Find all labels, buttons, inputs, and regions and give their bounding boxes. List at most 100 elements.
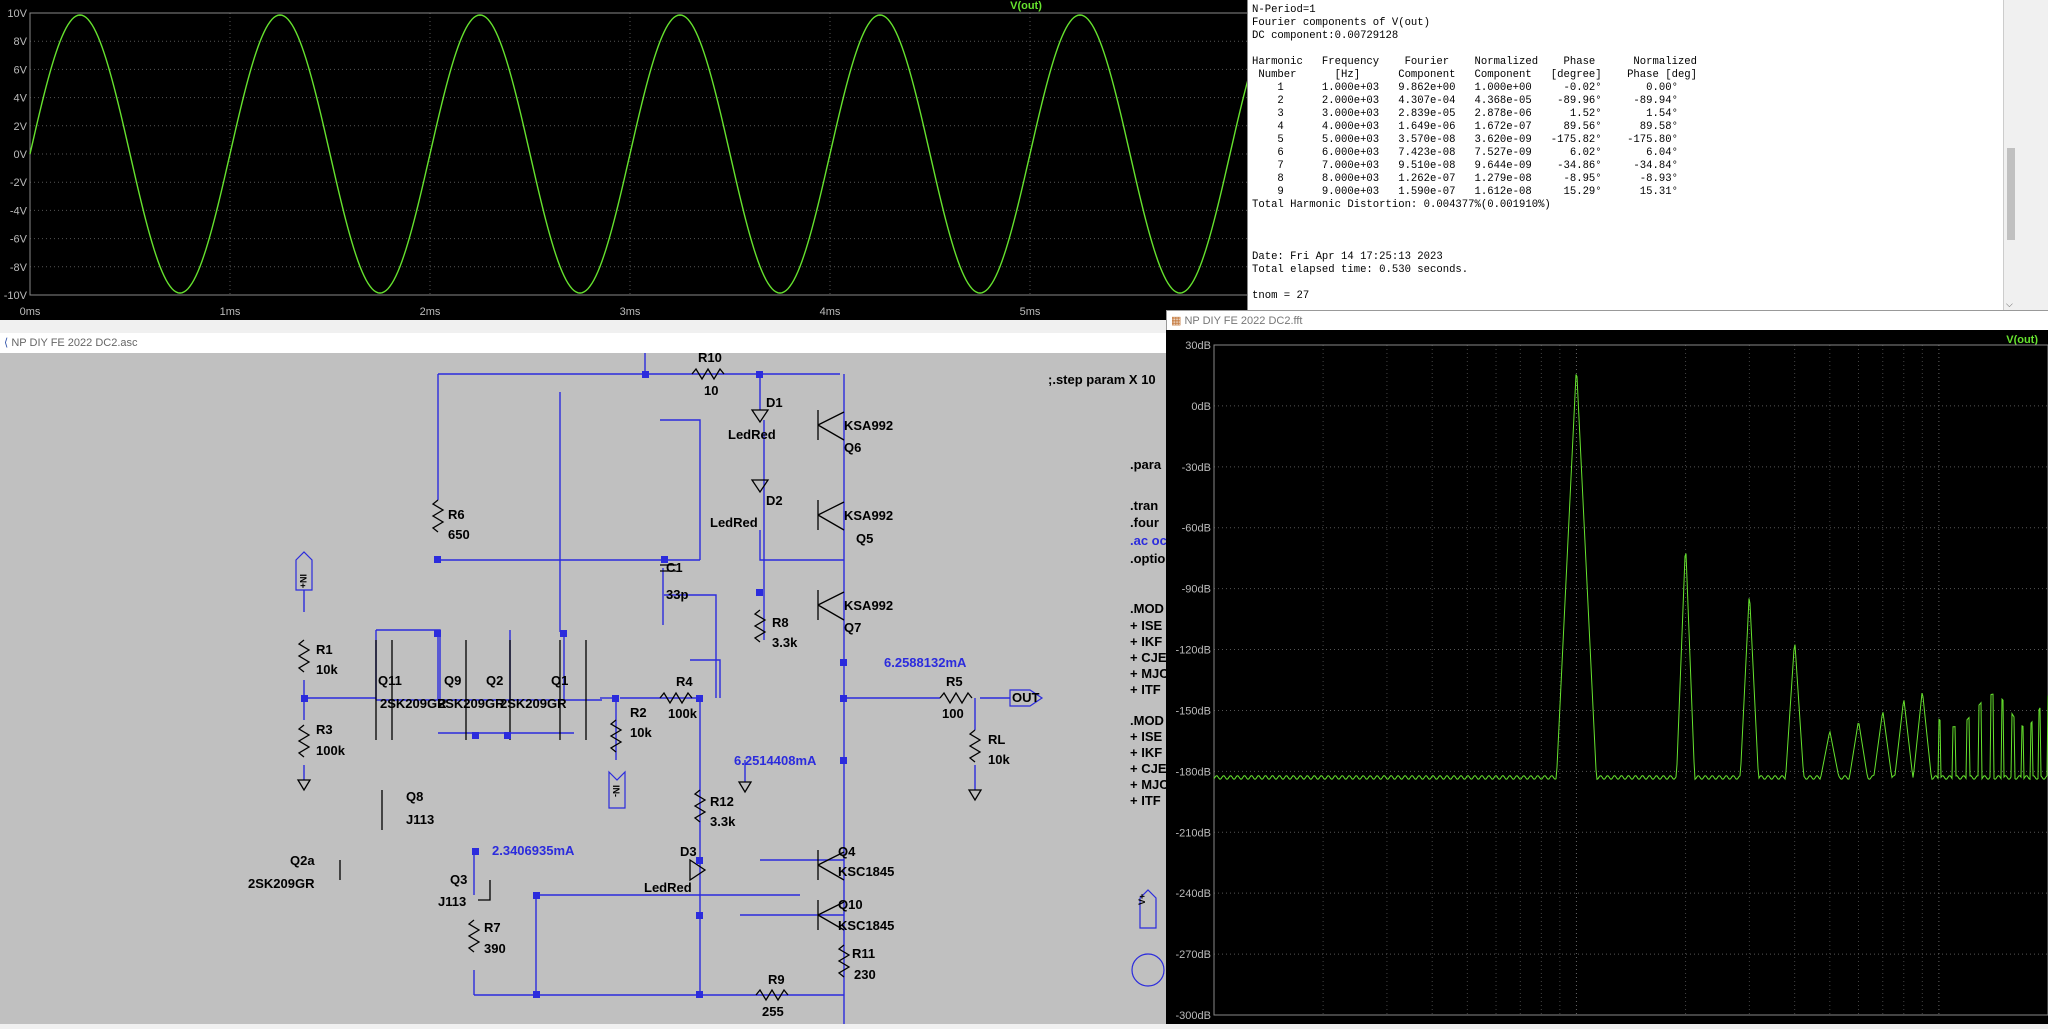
r10-ref: R10: [698, 353, 722, 365]
r11-value: 230: [854, 967, 876, 982]
log-line: Fourier components of V(out): [1252, 17, 2018, 30]
y-tick-label: 10V: [7, 8, 27, 20]
model2-4[interactable]: + MJC: [1130, 777, 1166, 792]
log-line: 2 2.000e+03 4.307e-04 4.368e-05 -89.96° …: [1252, 95, 2018, 108]
q5-ref: Q5: [856, 531, 873, 546]
d1-ref: D1: [766, 395, 783, 410]
fft-title: NP DIY FE 2022 DC2.fft: [1184, 315, 1302, 327]
d2-ref: D2: [766, 493, 783, 508]
transient-grid: [30, 13, 1248, 295]
q6-model: KSA992: [844, 418, 893, 433]
fft-trace-label[interactable]: V(out): [2006, 334, 2038, 346]
r11-ref: R11: [852, 946, 875, 961]
directive-3[interactable]: .ac oc: [1130, 533, 1166, 548]
directive-1[interactable]: .tran: [1130, 498, 1158, 513]
model2-2[interactable]: + IKF: [1130, 745, 1162, 760]
fft-y-tick-label: -180dB: [1176, 766, 1211, 778]
q5-model: KSA992: [844, 508, 893, 523]
log-line: 6 6.000e+03 7.423e-08 7.527e-09 6.02° 6.…: [1252, 147, 2018, 160]
led3-model: LedRed: [644, 880, 692, 895]
model2-1[interactable]: + ISE: [1130, 729, 1162, 744]
vplus-port: V+: [1137, 894, 1147, 905]
x-tick-label: 5ms: [1020, 306, 1041, 318]
model1-0[interactable]: .MOD: [1130, 601, 1164, 616]
model2-3[interactable]: + CJE: [1130, 761, 1166, 776]
q3-model: J113: [438, 894, 466, 909]
fft-y-tick-label: -90dB: [1182, 584, 1211, 596]
q8-ref: Q8: [406, 789, 423, 804]
schematic-titlebar[interactable]: ⟨ NP DIY FE 2022 DC2.asc: [0, 333, 1166, 354]
log-line: Date: Fri Apr 14 17:25:13 2023: [1252, 251, 2018, 264]
r1-value: 10k: [316, 662, 338, 677]
directive-0[interactable]: .para: [1130, 457, 1162, 472]
y-tick-label: -2V: [10, 177, 28, 189]
log-line: 5 5.000e+03 3.570e-08 3.620e-09 -175.82°…: [1252, 134, 2018, 147]
fft-grid: [1214, 345, 2048, 1015]
fft-trace: [1214, 375, 2048, 780]
r7-value: 390: [484, 941, 506, 956]
fft-y-tick-label: -120dB: [1176, 645, 1211, 657]
in-minus-port: IN-: [611, 785, 621, 797]
r2-ref: R2: [630, 705, 647, 720]
scrollbar-thumb[interactable]: [2007, 148, 2015, 240]
scroll-down-icon[interactable]: ⌵: [2006, 299, 2013, 310]
r8-value: 3.3k: [772, 635, 798, 650]
vertical-scrollbar[interactable]: ⌵: [2003, 0, 2018, 310]
r3-value: 100k: [316, 743, 346, 758]
rl-ref: RL: [988, 732, 1005, 747]
step-directive[interactable]: ;.step param X 10: [1048, 372, 1156, 387]
model1-4[interactable]: + MJC: [1130, 666, 1166, 681]
x-tick-label: 2ms: [420, 306, 441, 318]
fft-titlebar[interactable]: ▦ NP DIY FE 2022 DC2.fft: [1166, 310, 2048, 332]
x-tick-label: 0ms: [20, 306, 41, 318]
schematic-drawing[interactable]: R10 10 D1 LedRed KSA992 Q6 D2 LedRed KSA…: [0, 353, 1166, 1024]
log-line: 1 1.000e+03 9.862e+00 1.000e+00 -0.02° 0…: [1252, 82, 2018, 95]
y-tick-label: -8V: [10, 262, 28, 274]
x-tick-label: 4ms: [820, 306, 841, 318]
d3-ref: D3: [680, 844, 697, 859]
q1-ref: Q1: [551, 673, 568, 688]
schematic-canvas[interactable]: R10 10 D1 LedRed KSA992 Q6 D2 LedRed KSA…: [0, 353, 1166, 1024]
r2-value: 10k: [630, 725, 652, 740]
y-tick-label: -4V: [10, 205, 28, 217]
fft-plot[interactable]: V(out) 30dB0dB-30dB-60dB-90dB-120dB-150d…: [1166, 330, 2048, 1024]
r3-ref: R3: [316, 722, 333, 737]
model1-2[interactable]: + IKF: [1130, 634, 1162, 649]
c1-ref: C1: [666, 560, 683, 575]
q2a-model: 2SK209GR: [248, 876, 315, 891]
model1-5[interactable]: + ITF: [1130, 682, 1161, 697]
r5-ref: R5: [946, 674, 963, 689]
trace-label[interactable]: V(out): [1010, 0, 1042, 12]
log-line: [1252, 277, 2018, 290]
port-symbols: [296, 552, 1164, 986]
log-line: 7 7.000e+03 9.510e-08 9.644e-09 -34.86° …: [1252, 160, 2018, 173]
r6-value: 650: [448, 527, 470, 542]
directive-4[interactable]: .optio: [1130, 551, 1165, 566]
q7-model: KSA992: [844, 598, 893, 613]
y-tick-label: 4V: [14, 93, 28, 105]
log-line: 8 8.000e+03 1.262e-07 1.279e-08 -8.95° -…: [1252, 173, 2018, 186]
model2-0[interactable]: .MOD: [1130, 713, 1164, 728]
log-line: 3 3.000e+03 2.839e-05 2.878e-06 1.52° 1.…: [1252, 108, 2018, 121]
log-line: [1252, 212, 2018, 225]
q10-model: KSC1845: [838, 918, 894, 933]
schematic-wires: [304, 353, 1010, 1024]
r1-ref: R1: [316, 642, 333, 657]
q10-ref: Q10: [838, 897, 863, 912]
spice-directives[interactable]: .para .tran .four .ac oc .optio .MOD + I…: [1130, 457, 1166, 808]
jfet-model-3: 2SK209GR: [500, 696, 567, 711]
model1-1[interactable]: + ISE: [1130, 618, 1162, 633]
directive-2[interactable]: .four: [1130, 515, 1159, 530]
model1-3[interactable]: + CJE: [1130, 650, 1166, 665]
q6-ref: Q6: [844, 440, 861, 455]
c1-value: 33p: [666, 587, 688, 602]
r9-value: 255: [762, 1004, 784, 1019]
r6-ref: R6: [448, 507, 465, 522]
schematic-title: NP DIY FE 2022 DC2.asc: [11, 337, 137, 349]
waveform-icon: ▦: [1171, 315, 1181, 327]
model2-5[interactable]: + ITF: [1130, 793, 1161, 808]
